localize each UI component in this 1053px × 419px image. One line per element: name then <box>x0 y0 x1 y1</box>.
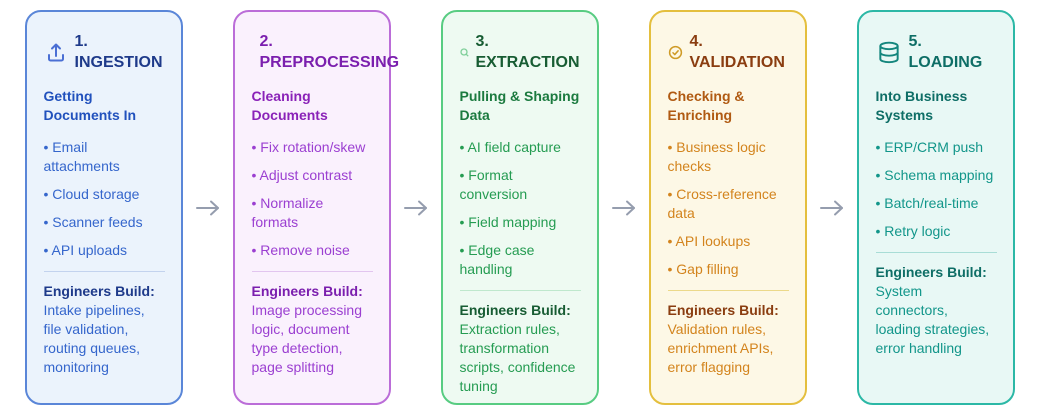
bullet-item: • Edge case handling <box>459 241 535 277</box>
stage-subtitle: Checking & Enriching <box>667 87 745 124</box>
bullet-list: • ERP/CRM push • Schema mapping • Batch/… <box>876 138 997 241</box>
divider <box>459 289 581 291</box>
engineers-build-label: Engineers Build: <box>667 301 779 318</box>
pipeline-diagram: 1. INGESTION Getting Documents In • Emai… <box>25 10 1015 405</box>
stage-subtitle: Getting Documents In <box>43 87 137 124</box>
stage-title: 1. INGESTION <box>44 32 165 74</box>
engineers-build-label: Engineers Build: <box>875 263 987 280</box>
divider <box>875 251 997 253</box>
arrow-right-icon <box>404 200 427 215</box>
divider <box>43 270 165 272</box>
arrow-right-icon <box>820 200 843 215</box>
database-icon <box>876 40 902 66</box>
bullet-item: • Email attachments <box>43 138 120 174</box>
flow-arrow <box>807 10 857 405</box>
stage-title: 2. PREPROCESSING <box>260 32 400 74</box>
bullet-item: • Adjust contrast <box>251 166 353 183</box>
engineers-build-section: Engineers Build: Image processing logic,… <box>252 282 373 377</box>
bullet-item: • ERP/CRM push <box>875 138 984 155</box>
stage-name: VALIDATION <box>689 53 785 71</box>
bullet-item: • Retry logic <box>875 222 951 239</box>
stage-number: 3. <box>475 33 489 50</box>
bullet-item: • Scanner feeds <box>43 213 143 230</box>
engineers-build-text: Image processing logic, document type de… <box>251 301 363 376</box>
stage-subtitle: Into Business Systems <box>875 87 968 124</box>
bullet-item: • Cross-reference data <box>667 185 777 221</box>
bullet-list: • AI field capture • Format conversion •… <box>460 138 581 279</box>
engineers-build-label: Engineers Build: <box>251 282 363 299</box>
stage-title: 3. EXTRACTION <box>459 32 581 74</box>
engineers-build-label: Engineers Build: <box>459 301 571 318</box>
bullet-item: • Schema mapping <box>875 166 994 183</box>
engineers-build-section: Engineers Build: Validation rules, enric… <box>668 301 789 377</box>
check-circle-icon <box>668 45 683 60</box>
stage-name: INGESTION <box>74 53 163 71</box>
arrow-right-icon <box>196 200 219 215</box>
stage-subtitle: Pulling & Shaping Data <box>459 87 580 124</box>
divider <box>667 289 789 291</box>
stage-name: EXTRACTION <box>475 53 580 71</box>
bullet-item: • API uploads <box>43 241 128 258</box>
engineers-build-section: Engineers Build: System connectors, load… <box>876 263 997 358</box>
stage-number: 2. <box>259 33 273 50</box>
engineers-build-label: Engineers Build: <box>43 282 155 299</box>
bullet-item: • Business logic checks <box>667 138 766 174</box>
bullet-item: • Normalize formats <box>251 194 324 230</box>
stage-card-validation: 4. VALIDATION Checking & Enriching • Bus… <box>649 10 807 405</box>
bullet-item: • Gap filling <box>667 260 739 277</box>
engineers-build-section: Engineers Build: Intake pipelines, file … <box>44 282 165 377</box>
arrow-right-icon <box>612 200 635 215</box>
flow-arrow <box>183 10 233 405</box>
bullet-list: • Fix rotation/skew • Adjust contrast • … <box>252 138 373 260</box>
bullet-item: • AI field capture <box>459 138 561 155</box>
flow-arrow <box>599 10 649 405</box>
engineers-build-text: Extraction rules, transformation scripts… <box>459 321 576 395</box>
stage-number: 4. <box>689 33 703 50</box>
bullet-item: • Batch/real-time <box>875 194 979 211</box>
bullet-item: • Cloud storage <box>43 185 140 202</box>
stage-number: 5. <box>908 33 922 50</box>
stage-title: 5. LOADING <box>876 32 997 74</box>
stage-card-preprocessing: 2. PREPROCESSING Cleaning Documents • Fi… <box>233 10 400 405</box>
engineers-build-section: Engineers Build: Extraction rules, trans… <box>460 301 581 396</box>
flow-arrow <box>391 10 441 405</box>
bullet-list: • Business logic checks • Cross-referenc… <box>668 138 789 279</box>
bullet-item: • Fix rotation/skew <box>251 138 366 155</box>
bullet-item: • Remove noise <box>251 241 350 258</box>
bullet-item: • API lookups <box>667 232 751 249</box>
stage-subtitle: Cleaning Documents <box>251 87 328 124</box>
engineers-build-text: Intake pipelines, file validation, routi… <box>43 301 145 376</box>
stage-name: LOADING <box>908 53 983 71</box>
stage-card-loading: 5. LOADING Into Business Systems • ERP/C… <box>857 10 1015 405</box>
magnifier-icon <box>459 48 469 57</box>
stage-name: PREPROCESSING <box>259 53 400 71</box>
stage-title: 4. VALIDATION <box>668 32 789 74</box>
bullet-item: • Field mapping <box>459 213 557 230</box>
bullet-item: • Format conversion <box>459 166 528 202</box>
divider <box>251 270 373 272</box>
stage-card-ingestion: 1. INGESTION Getting Documents In • Emai… <box>25 10 183 405</box>
bullet-list: • Email attachments • Cloud storage • Sc… <box>44 138 165 260</box>
stage-card-extraction: 3. EXTRACTION Pulling & Shaping Data • A… <box>441 10 599 405</box>
engineers-build-text: Validation rules, enrichment APIs, error… <box>667 321 774 376</box>
engineers-build-text: System connectors, loading strategies, e… <box>875 282 990 357</box>
upload-icon <box>44 41 68 65</box>
stage-number: 1. <box>74 33 88 50</box>
